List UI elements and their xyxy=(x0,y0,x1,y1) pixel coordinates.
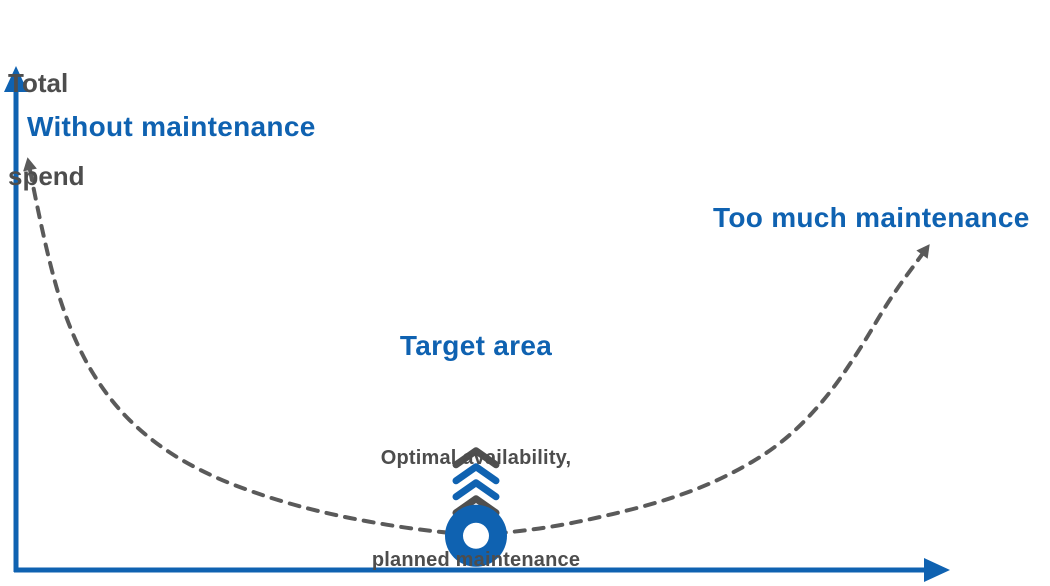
y-axis-label-line2: spend xyxy=(8,161,85,191)
curve-end-arrow-icon xyxy=(916,244,930,259)
annotation-too-much-maintenance: Too much maintenance xyxy=(713,202,1030,233)
curve-start-arrow-icon xyxy=(23,157,37,172)
optimum-marker-center xyxy=(463,522,489,549)
chevron-up-icon xyxy=(452,479,500,501)
annotation-target-area-subtitle: Optimal availability, planned maintenanc… xyxy=(372,373,580,586)
cost-curve-group xyxy=(23,157,930,567)
annotation-target-area-title: Target area xyxy=(399,330,553,361)
target-area-subtitle-line1: Optimal availability, xyxy=(380,447,572,469)
x-axis-arrow-icon xyxy=(924,558,950,582)
annotation-without-maintenance: Without maintenance xyxy=(27,111,316,142)
chevron-up-icon xyxy=(452,447,500,469)
y-axis-label: Total spend xyxy=(8,6,85,254)
y-axis-arrow-icon xyxy=(4,66,28,92)
target-area-subtitle-line2: planned maintenance xyxy=(371,549,581,571)
chevron-up-icon xyxy=(452,463,500,485)
y-axis-label-line1: Total xyxy=(8,68,69,98)
